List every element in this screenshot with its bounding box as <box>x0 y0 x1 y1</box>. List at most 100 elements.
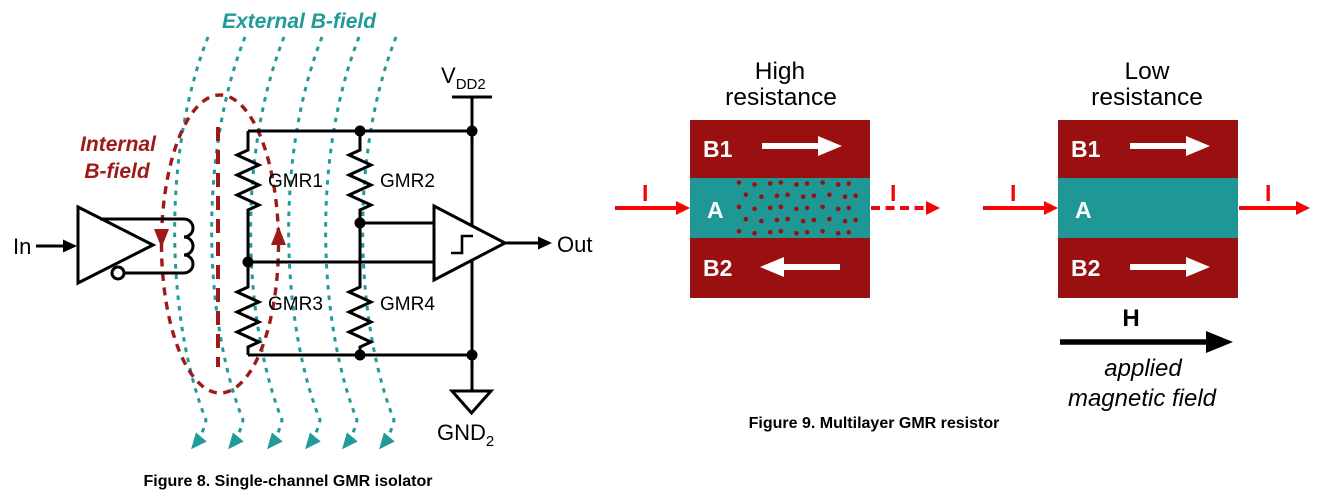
flux-down-arrowhead <box>154 229 169 248</box>
scatter-dot <box>785 216 790 222</box>
gmr1-label: GMR1 <box>268 171 323 192</box>
input-buffer-triangle <box>76 204 157 286</box>
gmr2-gmr4-branch <box>345 131 375 355</box>
scatter-dot <box>811 217 817 223</box>
out-label: Out <box>557 232 592 257</box>
scatter-dot <box>794 206 799 212</box>
gnd-label: GND2 <box>437 420 494 450</box>
b2-label: B2 <box>703 255 732 281</box>
h-field-arrowhead <box>1206 331 1233 353</box>
figure8-caption: Figure 8. Single-channel GMR isolator <box>144 473 433 490</box>
scatter-dot <box>846 181 852 186</box>
scatter-dot <box>794 182 799 187</box>
scatter-dot <box>778 229 784 234</box>
a-label: A <box>707 197 724 223</box>
applied-field-label-line2: magnetic field <box>1068 385 1217 412</box>
junction-dot <box>466 125 478 137</box>
scatter-dot <box>736 180 742 185</box>
external-bfield-arrowhead <box>228 432 244 450</box>
scatter-dot <box>835 206 841 212</box>
scatter-dot <box>846 230 852 235</box>
internal-bfield-label-line2: B-field <box>84 160 151 183</box>
scatter-dot <box>835 231 841 236</box>
scatter-dot <box>752 206 757 212</box>
scatter-dot <box>811 193 817 198</box>
h-field-label: H <box>1122 305 1139 332</box>
external-bfield-arrowhead <box>305 432 321 450</box>
scatter-dot <box>842 218 848 224</box>
electron-scattering-dots <box>736 180 858 236</box>
gmr4-label: GMR4 <box>380 294 435 315</box>
a-label: A <box>1075 197 1092 223</box>
scatter-dot <box>853 217 858 223</box>
scatter-dot <box>804 181 810 186</box>
scatter-dot <box>767 181 773 186</box>
low-title-line1: Low <box>1125 58 1170 85</box>
gmr2-label: GMR2 <box>380 171 435 192</box>
internal-bfield-group: Internal B-field <box>80 93 286 395</box>
output-arrowhead <box>538 236 552 250</box>
junction-dot <box>242 256 254 268</box>
b1-label: B1 <box>1071 136 1101 162</box>
comparator-triangle <box>432 203 509 283</box>
scatter-dot <box>743 216 749 222</box>
external-bfield-arrowhead <box>191 432 207 450</box>
scatter-dot <box>804 205 810 211</box>
scatter-dot <box>778 180 784 185</box>
figure9-gmr-resistor: High resistance B1 A B2 I I Low resistan… <box>615 58 1310 432</box>
scatter-dot <box>827 216 832 222</box>
b2-label: B2 <box>1071 255 1100 281</box>
coupling-coil <box>183 217 195 275</box>
layer-a-rect <box>1058 178 1238 238</box>
b2-magnetization-arrow-left <box>760 257 840 277</box>
scatter-dot <box>736 204 742 210</box>
scatter-dot <box>736 229 742 234</box>
junction-dot <box>354 125 366 137</box>
scatter-dot <box>794 231 799 236</box>
current-out-arrowhead <box>926 201 940 215</box>
scatter-dot <box>827 192 832 197</box>
input-arrowhead <box>63 239 77 253</box>
external-bfield-line <box>173 36 210 448</box>
scatter-dot <box>752 182 757 187</box>
figure9-caption: Figure 9. Multilayer GMR resistor <box>749 415 1000 432</box>
scatter-dot <box>752 231 757 236</box>
current-out-label: I <box>890 180 896 206</box>
external-bfield-line <box>361 36 398 448</box>
external-bfield-line <box>249 36 286 448</box>
scatter-dot <box>820 204 825 210</box>
scatter-dot <box>804 230 810 235</box>
b1-magnetization-arrow-right <box>762 136 842 156</box>
low-resistance-block: Low resistance B1 A B2 I I H applied ma <box>983 58 1310 412</box>
external-bfield-arrowhead <box>379 432 395 450</box>
scatter-dot <box>774 217 780 223</box>
current-in-arrowhead <box>1044 201 1058 215</box>
scatter-dot <box>759 194 764 199</box>
ground-symbol <box>448 389 495 416</box>
current-out-label: I <box>1265 180 1271 206</box>
external-bfield-line <box>210 36 247 448</box>
scatter-dot <box>785 192 790 197</box>
external-bfield-arrowhead <box>267 432 283 450</box>
scatter-dot <box>743 192 749 197</box>
scatter-dot <box>842 194 848 199</box>
scatter-dot <box>767 230 773 235</box>
current-out-arrowhead <box>1296 201 1310 215</box>
scatter-dot <box>820 180 825 185</box>
scatter-dot <box>767 205 773 211</box>
isolator-circuit: In Out VDD2 GND2 GMR1 GMR2 GMR3 GMR4 <box>13 63 592 450</box>
junction-dot <box>354 217 366 229</box>
in-label: In <box>13 234 31 259</box>
current-in-label: I <box>642 180 648 206</box>
scatter-dot <box>778 204 784 210</box>
external-bfield-line <box>324 36 361 448</box>
scatter-dot <box>774 193 780 198</box>
low-title-line2: resistance <box>1091 84 1203 111</box>
internal-bfield-label-line1: Internal <box>80 133 157 156</box>
high-resistance-block: High resistance B1 A B2 I I <box>615 58 940 298</box>
scatter-dot <box>759 218 764 224</box>
scatter-dot <box>846 205 852 211</box>
external-bfield-line <box>287 36 324 448</box>
